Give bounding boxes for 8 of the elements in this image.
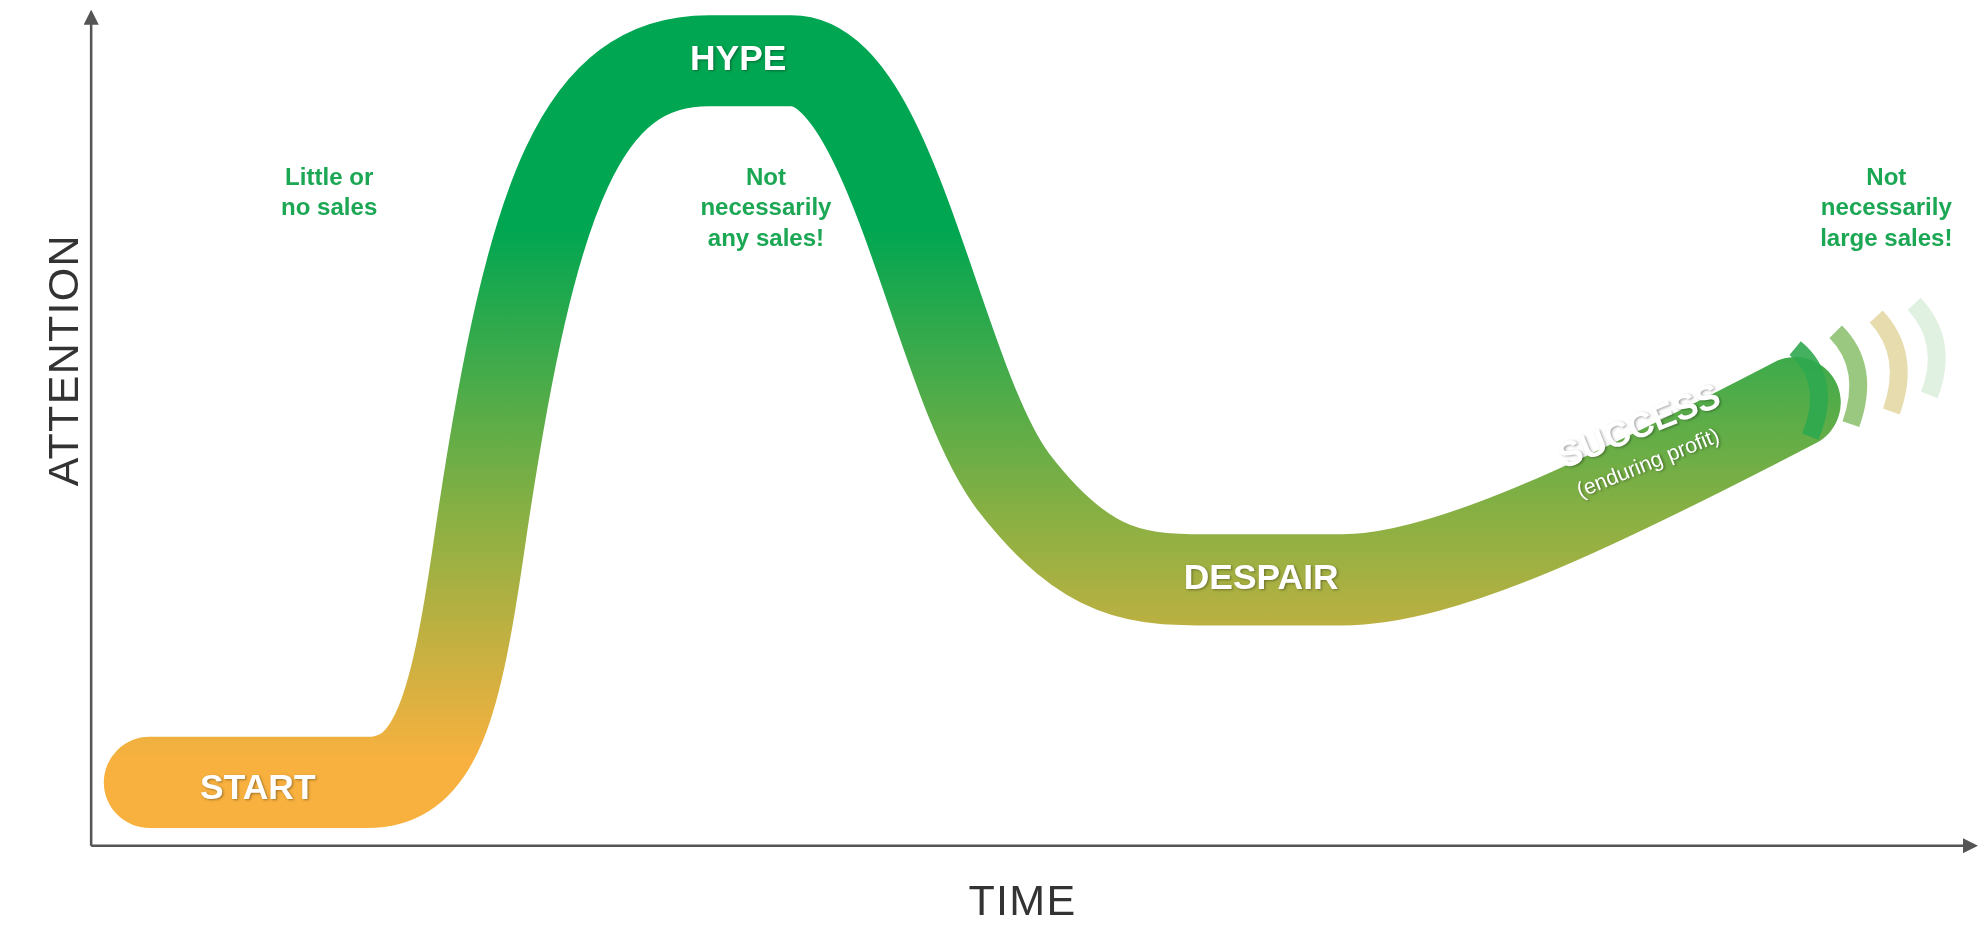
- stage-label: DESPAIR: [1183, 557, 1339, 598]
- note-text: Not necessarily large sales!: [1819, 162, 1954, 253]
- note-text: Little or no sales: [280, 162, 379, 223]
- stage-label: HYPE: [689, 38, 787, 79]
- stage-label: START: [200, 767, 316, 808]
- note-text: Not necessarily any sales!: [699, 162, 833, 253]
- axis-title: ATTENTION: [38, 233, 88, 489]
- axis-title: TIME: [968, 876, 1077, 926]
